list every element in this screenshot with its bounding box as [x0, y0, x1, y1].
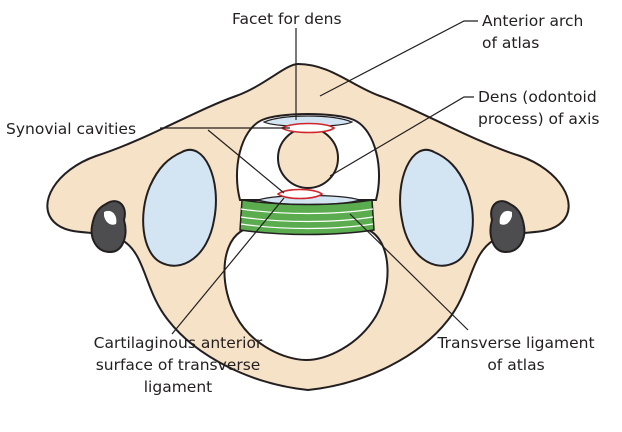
label-cartilaginous-1: Cartilaginous anterior: [94, 334, 263, 352]
label-transverse-1: Transverse ligament: [436, 334, 594, 352]
label-anterior-arch-2: of atlas: [482, 34, 539, 52]
label-anterior-arch-1: Anterior arch: [482, 12, 583, 30]
label-cartilaginous-2: surface of transverse: [96, 356, 261, 374]
dens: [278, 128, 338, 188]
label-dens-2: process) of axis: [478, 110, 599, 128]
synovial-cavity-posterior: [278, 190, 322, 199]
label-synovial-cavities: Synovial cavities: [6, 120, 136, 138]
label-transverse-2: of atlas: [487, 356, 544, 374]
label-facet-for-dens: Facet for dens: [232, 10, 342, 28]
label-cartilaginous-3: ligament: [144, 378, 213, 396]
label-dens-1: Dens (odontoid: [478, 88, 597, 106]
